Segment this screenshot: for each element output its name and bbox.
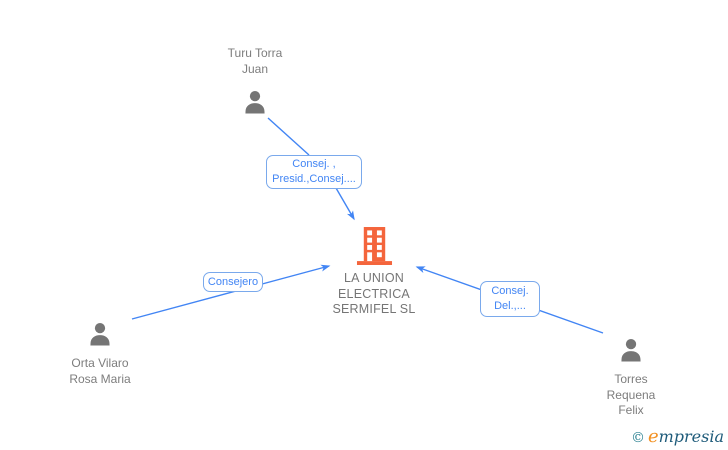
person-name-line: Orta Vilaro [71,356,129,370]
person-name: Turu Torra Juan [228,46,283,77]
building-icon [356,226,393,266]
empresia-watermark: ©empresia [631,426,724,447]
edge-top-upper-segment [267,117,310,156]
edge-label-line: Del.,... [494,300,526,312]
person-name-line: Torres [614,372,648,386]
edge-label-right: Consej. Del.,... [480,281,540,317]
person-name: Orta Vilaro Rosa Maria [69,356,130,387]
edge-label-line: Consej. , [292,158,336,170]
person-name-line: Juan [241,61,269,76]
edge-label-line: Presid.,Consej.... [272,173,356,185]
company-name-line: SERMIFEL SL [332,302,416,316]
person-name-line: Requena [606,387,656,402]
edge-label-top: Consej. , Presid.,Consej.... [266,155,362,189]
edge-top-arrow-segment [335,187,355,221]
person-name-line: Turu Torra [227,46,283,60]
edge-label-line: Consejero [207,275,259,288]
person-icon [86,321,114,349]
edge-label-left: Consejero [203,272,263,292]
person-name-line: Rosa Maria [69,371,131,386]
empresia-logo-text: mpresia [658,427,724,446]
person-node-orta-vilaro-rosa-maria[interactable]: Orta Vilaro Rosa Maria [30,321,170,387]
person-node-turu-torra-juan[interactable]: Turu Torra Juan [185,46,325,117]
person-name: Torres Requena Felix [607,372,656,419]
person-node-torres-requena-felix[interactable]: Torres Requena Felix [561,337,701,419]
copyright-icon: © [630,430,645,446]
company-name-line: LA UNION [344,271,404,285]
company-node-la-union-electrica-sermifel-sl[interactable]: LA UNION ELECTRICA SERMIFEL SL [304,226,444,318]
person-icon [617,337,645,365]
empresia-logo-initial: e [647,426,659,447]
company-name-line: ELECTRICA [338,286,410,301]
person-icon [241,89,269,117]
edge-label-line: Consej. [491,285,529,297]
company-name: LA UNION ELECTRICA SERMIFEL SL [332,271,415,318]
edge-left-arrow [131,264,331,320]
person-name-line: Felix [618,403,644,417]
